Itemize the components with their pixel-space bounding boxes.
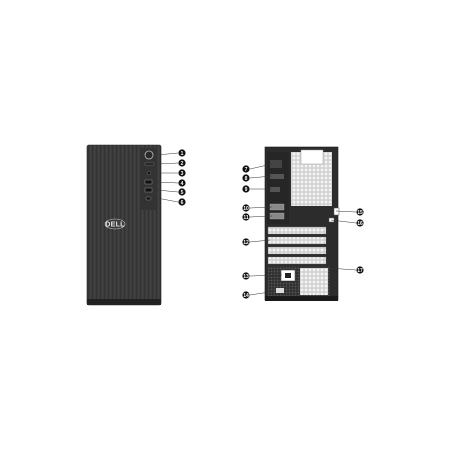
- callout-number-10: 10: [243, 206, 249, 212]
- callout-3: 3: [157, 169, 186, 177]
- psu-vent: [300, 268, 328, 295]
- callout-leader-11: [249, 215, 273, 218]
- callout-number-14: 14: [243, 293, 249, 299]
- callout-9: 9: [242, 185, 272, 193]
- callout-number-16: 16: [357, 221, 363, 227]
- callout-leader-15: [335, 210, 357, 213]
- callout-number-12: 12: [243, 240, 249, 246]
- callout-11: 11: [242, 213, 273, 221]
- callout-17: 17: [327, 266, 364, 274]
- callout-marker-9: [242, 185, 250, 193]
- callout-leader-4: [156, 181, 179, 184]
- callout-number-5: 5: [181, 190, 184, 196]
- callout-6: 6: [156, 197, 186, 206]
- callout-marker-12: [242, 238, 250, 246]
- callout-1: 1: [156, 149, 186, 157]
- audio-jack: [146, 170, 151, 175]
- rear-usb-ports-b: [269, 212, 285, 220]
- callout-number-4: 4: [181, 181, 184, 187]
- callout-marker-8: [242, 174, 250, 182]
- callout-marker-7: [242, 165, 250, 173]
- callout-marker-14: [242, 291, 250, 299]
- callout-leader-17: [327, 267, 357, 271]
- callout-number-6: 6: [181, 200, 184, 206]
- callout-marker-13: [242, 272, 250, 280]
- display-port: [270, 187, 280, 192]
- callout-16: 16: [330, 219, 364, 227]
- callout-8: 8: [242, 174, 273, 182]
- callout-leader-6: [156, 197, 179, 203]
- callout-12: 12: [242, 238, 271, 246]
- front-usb-port-1: [144, 179, 153, 185]
- expansion-slots: [267, 226, 327, 265]
- callout-marker-3: [178, 169, 186, 177]
- callout-14: 14: [242, 290, 277, 299]
- callout-13: 13: [242, 272, 283, 280]
- callout-10: 10: [242, 204, 273, 212]
- callout-number-11: 11: [243, 215, 249, 221]
- callout-marker-2: [178, 159, 186, 167]
- callout-number-17: 17: [357, 268, 363, 274]
- rear-view: 7 8 9 10 11 12 13 14 15 16 17: [242, 146, 364, 301]
- callout-leader-5: [156, 189, 179, 193]
- callout-leader-7: [249, 163, 273, 170]
- callout-marker-16: [356, 219, 364, 227]
- dell-logo-text: DELL: [105, 222, 125, 229]
- callout-number-8: 8: [245, 176, 248, 182]
- callout-number-7: 7: [245, 167, 248, 173]
- power-button: [144, 150, 154, 160]
- callout-leader-1: [156, 152, 179, 156]
- callout-leader-14: [249, 290, 277, 296]
- callout-marker-6: [178, 198, 186, 206]
- callout-number-2: 2: [181, 161, 184, 167]
- rear-callouts: 7 8 9 10 11 12 13 14 15 16 17: [242, 163, 364, 299]
- callout-number-13: 13: [243, 274, 249, 280]
- callout-number-15: 15: [357, 210, 363, 216]
- callout-marker-4: [178, 179, 186, 187]
- callout-4: 4: [156, 179, 186, 187]
- front-usb-port-2: [144, 187, 153, 193]
- callout-number-1: 1: [181, 151, 184, 157]
- callout-15: 15: [335, 208, 364, 216]
- psu-diagnostic-button: [276, 288, 284, 293]
- callout-leader-10: [249, 206, 273, 209]
- rear-usb-ports-a: [269, 203, 285, 211]
- callout-number-3: 3: [181, 171, 184, 177]
- front-view: DELL 1 2 3 4 5 6: [86, 144, 186, 306]
- callout-leader-13: [249, 274, 283, 277]
- rear-chassis-base: [265, 296, 338, 301]
- callout-leader-16: [330, 219, 357, 224]
- rear-vent-handle: [300, 149, 324, 165]
- callout-marker-10: [242, 204, 250, 212]
- sd-card-slot: [144, 162, 155, 166]
- callout-leader-12: [249, 239, 271, 243]
- dell-logo: [104, 218, 126, 230]
- callout-marker-17: [356, 266, 364, 274]
- callout-2: 2: [156, 159, 186, 167]
- front-callouts: 1 2 3 4 5 6: [156, 149, 186, 206]
- serial-port: [270, 174, 284, 179]
- callout-marker-15: [356, 208, 364, 216]
- audio-ports: [270, 160, 282, 168]
- front-usb-c-port: [145, 196, 152, 201]
- front-chassis-base: [87, 299, 161, 305]
- callout-leader-2: [156, 162, 179, 165]
- callout-marker-11: [242, 213, 250, 221]
- callout-7: 7: [242, 163, 273, 173]
- callout-number-9: 9: [245, 187, 248, 193]
- callout-marker-1: [178, 149, 186, 157]
- padlock-ring: [333, 207, 340, 216]
- callout-marker-5: [178, 188, 186, 196]
- callout-leader-8: [249, 175, 273, 179]
- callout-5: 5: [156, 188, 186, 196]
